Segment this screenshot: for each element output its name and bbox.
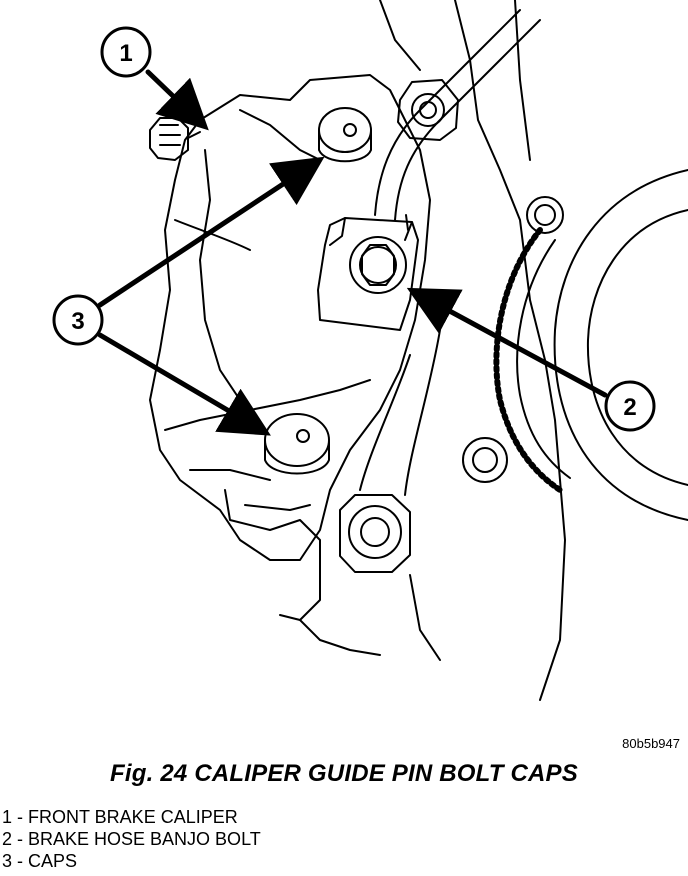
tone-ring-inner [516, 239, 571, 479]
legend-item: 3 - CAPS [2, 851, 78, 871]
figure-reference-code: 80b5b947 [622, 736, 680, 751]
leader-3a [97, 156, 325, 308]
rotor-inner [586, 209, 688, 486]
upper-mount-bolt-head [397, 79, 459, 141]
legend-item: 1 - FRONT BRAKE CALIPER [2, 807, 238, 827]
hub-stud-top [526, 196, 564, 234]
steering-arm [359, 354, 411, 491]
callout-1-label: 1 [119, 40, 132, 67]
tone-ring [493, 227, 563, 493]
callout-2: 2 [604, 380, 656, 432]
banjo-bolt [349, 236, 407, 294]
caliper-body [149, 74, 431, 561]
lower-mount-bolt-head [339, 494, 411, 573]
callout-3-label: 3 [71, 308, 84, 335]
bracket-lower [224, 489, 321, 621]
callout-2-label: 2 [623, 394, 636, 421]
leader-1 [145, 69, 209, 131]
caliper-illustration: 1 2 3 [52, 0, 688, 701]
legend: 1 - FRONT BRAKE CALIPER 2 - BRAKE HOSE B… [2, 806, 261, 872]
leader-3b [97, 332, 271, 436]
lower-guide-pin-cap [264, 413, 330, 467]
knuckle-outline [454, 0, 566, 701]
legend-item: 2 - BRAKE HOSE BANJO BOLT [2, 829, 261, 849]
callout-3: 3 [52, 294, 104, 346]
hub-stud-bottom [462, 437, 508, 483]
callout-1: 1 [100, 26, 152, 78]
knuckle-inner-line [514, 0, 531, 161]
rotor-outer [553, 169, 688, 521]
banjo-fitting [317, 217, 419, 331]
leader-2 [406, 287, 608, 398]
figure-title: Fig. 24 CALIPER GUIDE PIN BOLT CAPS [110, 760, 578, 787]
knuckle-rib [379, 0, 421, 71]
